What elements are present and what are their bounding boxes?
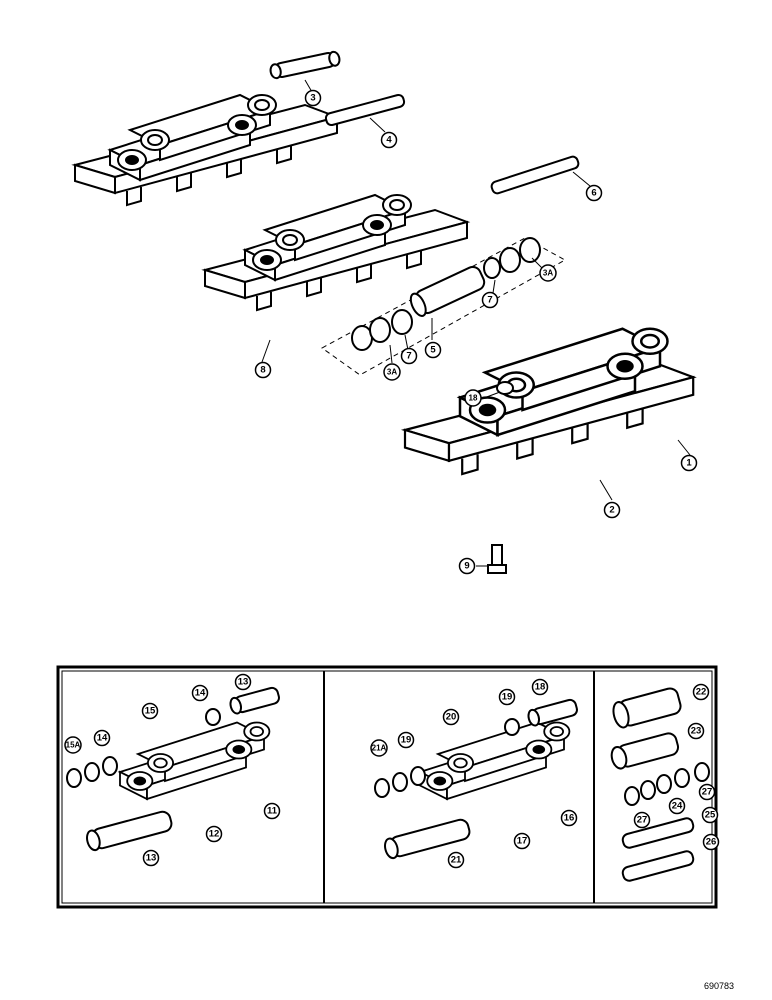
svg-text:7: 7: [406, 351, 411, 362]
svg-text:17: 17: [517, 836, 528, 847]
svg-text:20: 20: [446, 712, 457, 723]
callout-12: 12: [205, 825, 223, 843]
svg-text:26: 26: [706, 837, 717, 848]
svg-text:27: 27: [637, 815, 648, 826]
pin-4: [324, 93, 406, 127]
svg-text:21A: 21A: [372, 744, 387, 753]
svg-text:18: 18: [535, 682, 546, 693]
svg-text:24: 24: [672, 801, 683, 812]
svg-text:19: 19: [502, 692, 513, 703]
inset-right-parts: [610, 687, 710, 882]
callout-20: 20: [442, 708, 460, 726]
svg-text:4: 4: [386, 135, 392, 146]
callout-26: 26: [702, 833, 720, 851]
callout-23: 23: [687, 722, 705, 740]
pin-6: [490, 155, 580, 195]
svg-text:14: 14: [195, 688, 206, 699]
document-code: 690783: [703, 981, 734, 991]
callout-19-top: 19: [498, 688, 516, 706]
svg-text:18: 18: [469, 394, 478, 403]
svg-text:19: 19: [401, 735, 412, 746]
callout-9: 9: [458, 557, 476, 575]
svg-text:15A: 15A: [66, 741, 81, 750]
callout-16: 16: [560, 809, 578, 827]
inset-panel-frame: [56, 665, 718, 909]
svg-text:12: 12: [209, 829, 220, 840]
svg-text:9: 9: [464, 561, 469, 572]
svg-text:14: 14: [97, 733, 108, 744]
inset-middle-assembly: [374, 698, 578, 860]
callout-21: 21: [447, 851, 465, 869]
callout-25: 25: [701, 806, 719, 824]
svg-text:15: 15: [145, 706, 156, 717]
svg-text:21: 21: [451, 855, 462, 866]
leader-lines: [261, 79, 691, 567]
callout-18-inset: 18: [531, 678, 549, 696]
svg-text:1: 1: [686, 458, 692, 469]
callout-22: 22: [692, 683, 710, 701]
callout-1: 1: [680, 454, 698, 472]
inset-left-assembly: [66, 686, 280, 852]
svg-text:8: 8: [260, 365, 265, 376]
callout-5: 5: [424, 341, 442, 359]
callout-3: 3: [304, 89, 322, 107]
svg-text:3A: 3A: [387, 368, 397, 377]
svg-text:13: 13: [146, 853, 157, 864]
callout-17: 17: [513, 832, 531, 850]
callout-4: 4: [380, 131, 398, 149]
callout-7-lower: 7: [400, 347, 418, 365]
svg-text:7: 7: [487, 295, 492, 306]
svg-text:22: 22: [696, 687, 707, 698]
callout-27-right: 27: [698, 783, 716, 801]
callout-15a: 15A: [64, 736, 82, 754]
bushing-3: [268, 49, 342, 81]
svg-text:3: 3: [310, 93, 315, 104]
callout-8: 8: [254, 361, 272, 379]
callout-3a-lower: 3A: [383, 363, 401, 381]
washers-lower: [351, 309, 413, 351]
svg-text:23: 23: [691, 726, 702, 737]
callout-2: 2: [603, 501, 621, 519]
svg-text:2: 2: [609, 505, 614, 516]
nut-18: [496, 381, 514, 395]
callout-13-bottom: 13: [142, 849, 160, 867]
bushing-5: [409, 265, 486, 317]
lower-track-assembly: [403, 327, 695, 476]
bolt-9: [487, 544, 507, 574]
upper-track-assembly: [74, 94, 338, 206]
svg-text:13: 13: [238, 677, 249, 688]
callout-27-left: 27: [633, 811, 651, 829]
callout-14-top: 14: [191, 684, 209, 702]
svg-text:27: 27: [702, 787, 713, 798]
callout-7-upper: 7: [481, 291, 499, 309]
washers-upper: [483, 237, 541, 279]
callout-13-top: 13: [234, 673, 252, 691]
svg-text:6: 6: [591, 188, 596, 199]
callout-24: 24: [668, 797, 686, 815]
callout-11: 11: [263, 802, 281, 820]
callout-21a: 21A: [370, 739, 388, 757]
callout-15: 15: [141, 702, 159, 720]
callout-3a-upper: 3A: [539, 264, 557, 282]
callout-6: 6: [585, 184, 603, 202]
svg-text:25: 25: [705, 810, 716, 821]
svg-text:3A: 3A: [543, 269, 553, 278]
svg-text:11: 11: [267, 806, 278, 817]
svg-text:5: 5: [430, 345, 436, 356]
svg-text:16: 16: [564, 813, 575, 824]
callout-14-left: 14: [93, 729, 111, 747]
callout-18: 18: [464, 389, 482, 407]
callout-19-left: 19: [397, 731, 415, 749]
